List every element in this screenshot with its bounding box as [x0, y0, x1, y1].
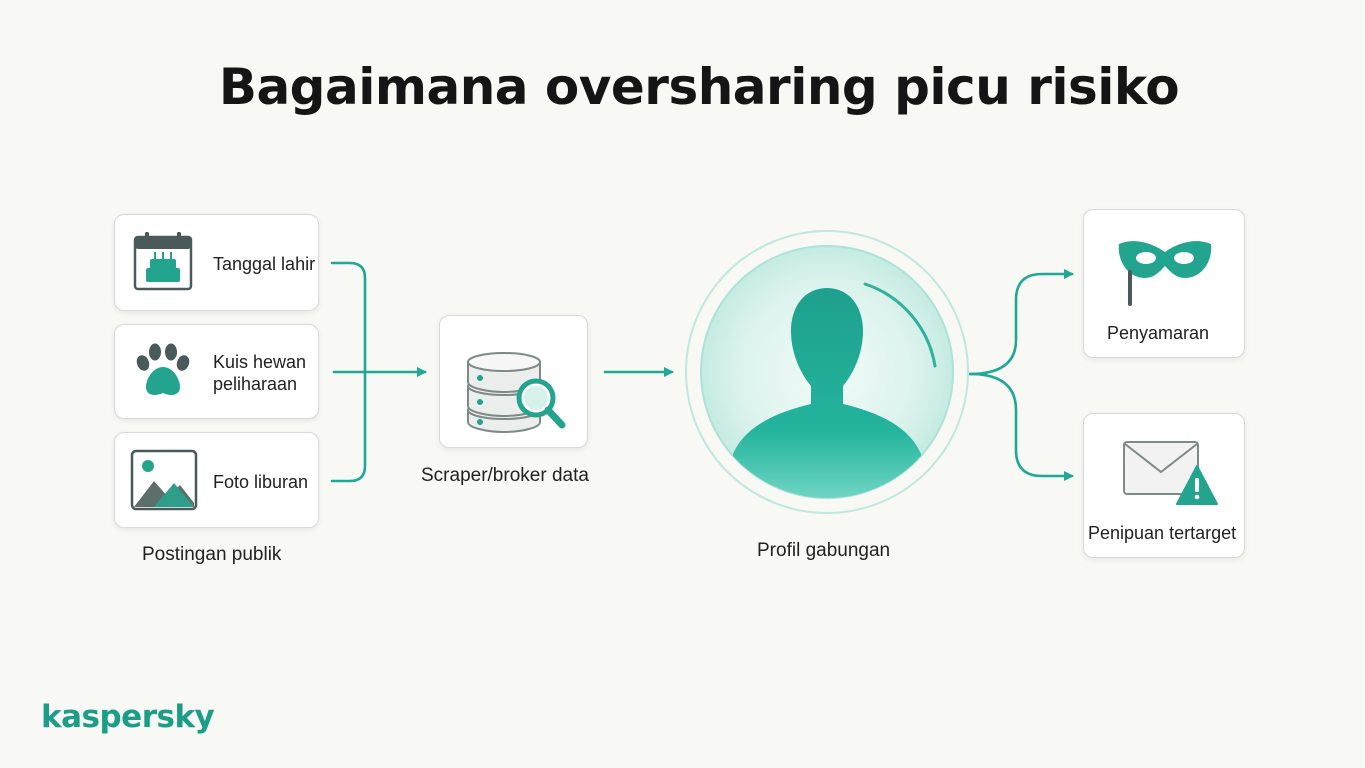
page-title: Bagaimana oversharing picu risiko: [218, 58, 1180, 116]
mail-warning-icon: [1123, 441, 1218, 505]
outcome-card-impersonation: Penyamaran: [1083, 209, 1245, 358]
connector-split-lower: [968, 372, 1074, 481]
input-card-birthday: Tanggal lahir: [114, 214, 319, 311]
input-label-birthday: Tanggal lahir: [213, 254, 316, 274]
broker-label: Scraper/broker data: [421, 465, 589, 486]
mask-icon: [1118, 241, 1212, 306]
outcome-label-impersonation: Penyamaran: [1107, 323, 1210, 343]
birthday-calendar-icon: [133, 232, 193, 291]
database-search-icon: [467, 352, 566, 434]
input-card-vacation-photo: Foto liburan: [114, 432, 319, 528]
outcome-card-targeted-fraud: Penipuan tertarget: [1083, 413, 1245, 558]
input-label-pet-quiz: Kuis hewan peliharaan: [213, 352, 307, 394]
photo-icon: [130, 449, 198, 511]
paw-icon: [136, 343, 190, 395]
outcome-label-targeted-fraud: Penipuan tertarget: [1088, 523, 1237, 543]
connector-split: [968, 269, 1074, 376]
person-silhouette-icon: [685, 230, 969, 514]
kaspersky-logo: kaspersky: [41, 699, 215, 735]
inputs-caption: Postingan publik: [142, 544, 282, 565]
connector-vacation: [330, 370, 367, 483]
connector-birthday: [330, 261, 367, 374]
profile-label: Profil gabungan: [757, 540, 891, 561]
broker-card: [439, 315, 588, 448]
input-label-vacation-photo: Foto liburan: [213, 472, 309, 492]
input-card-pet-quiz: Kuis hewan peliharaan: [114, 324, 319, 419]
